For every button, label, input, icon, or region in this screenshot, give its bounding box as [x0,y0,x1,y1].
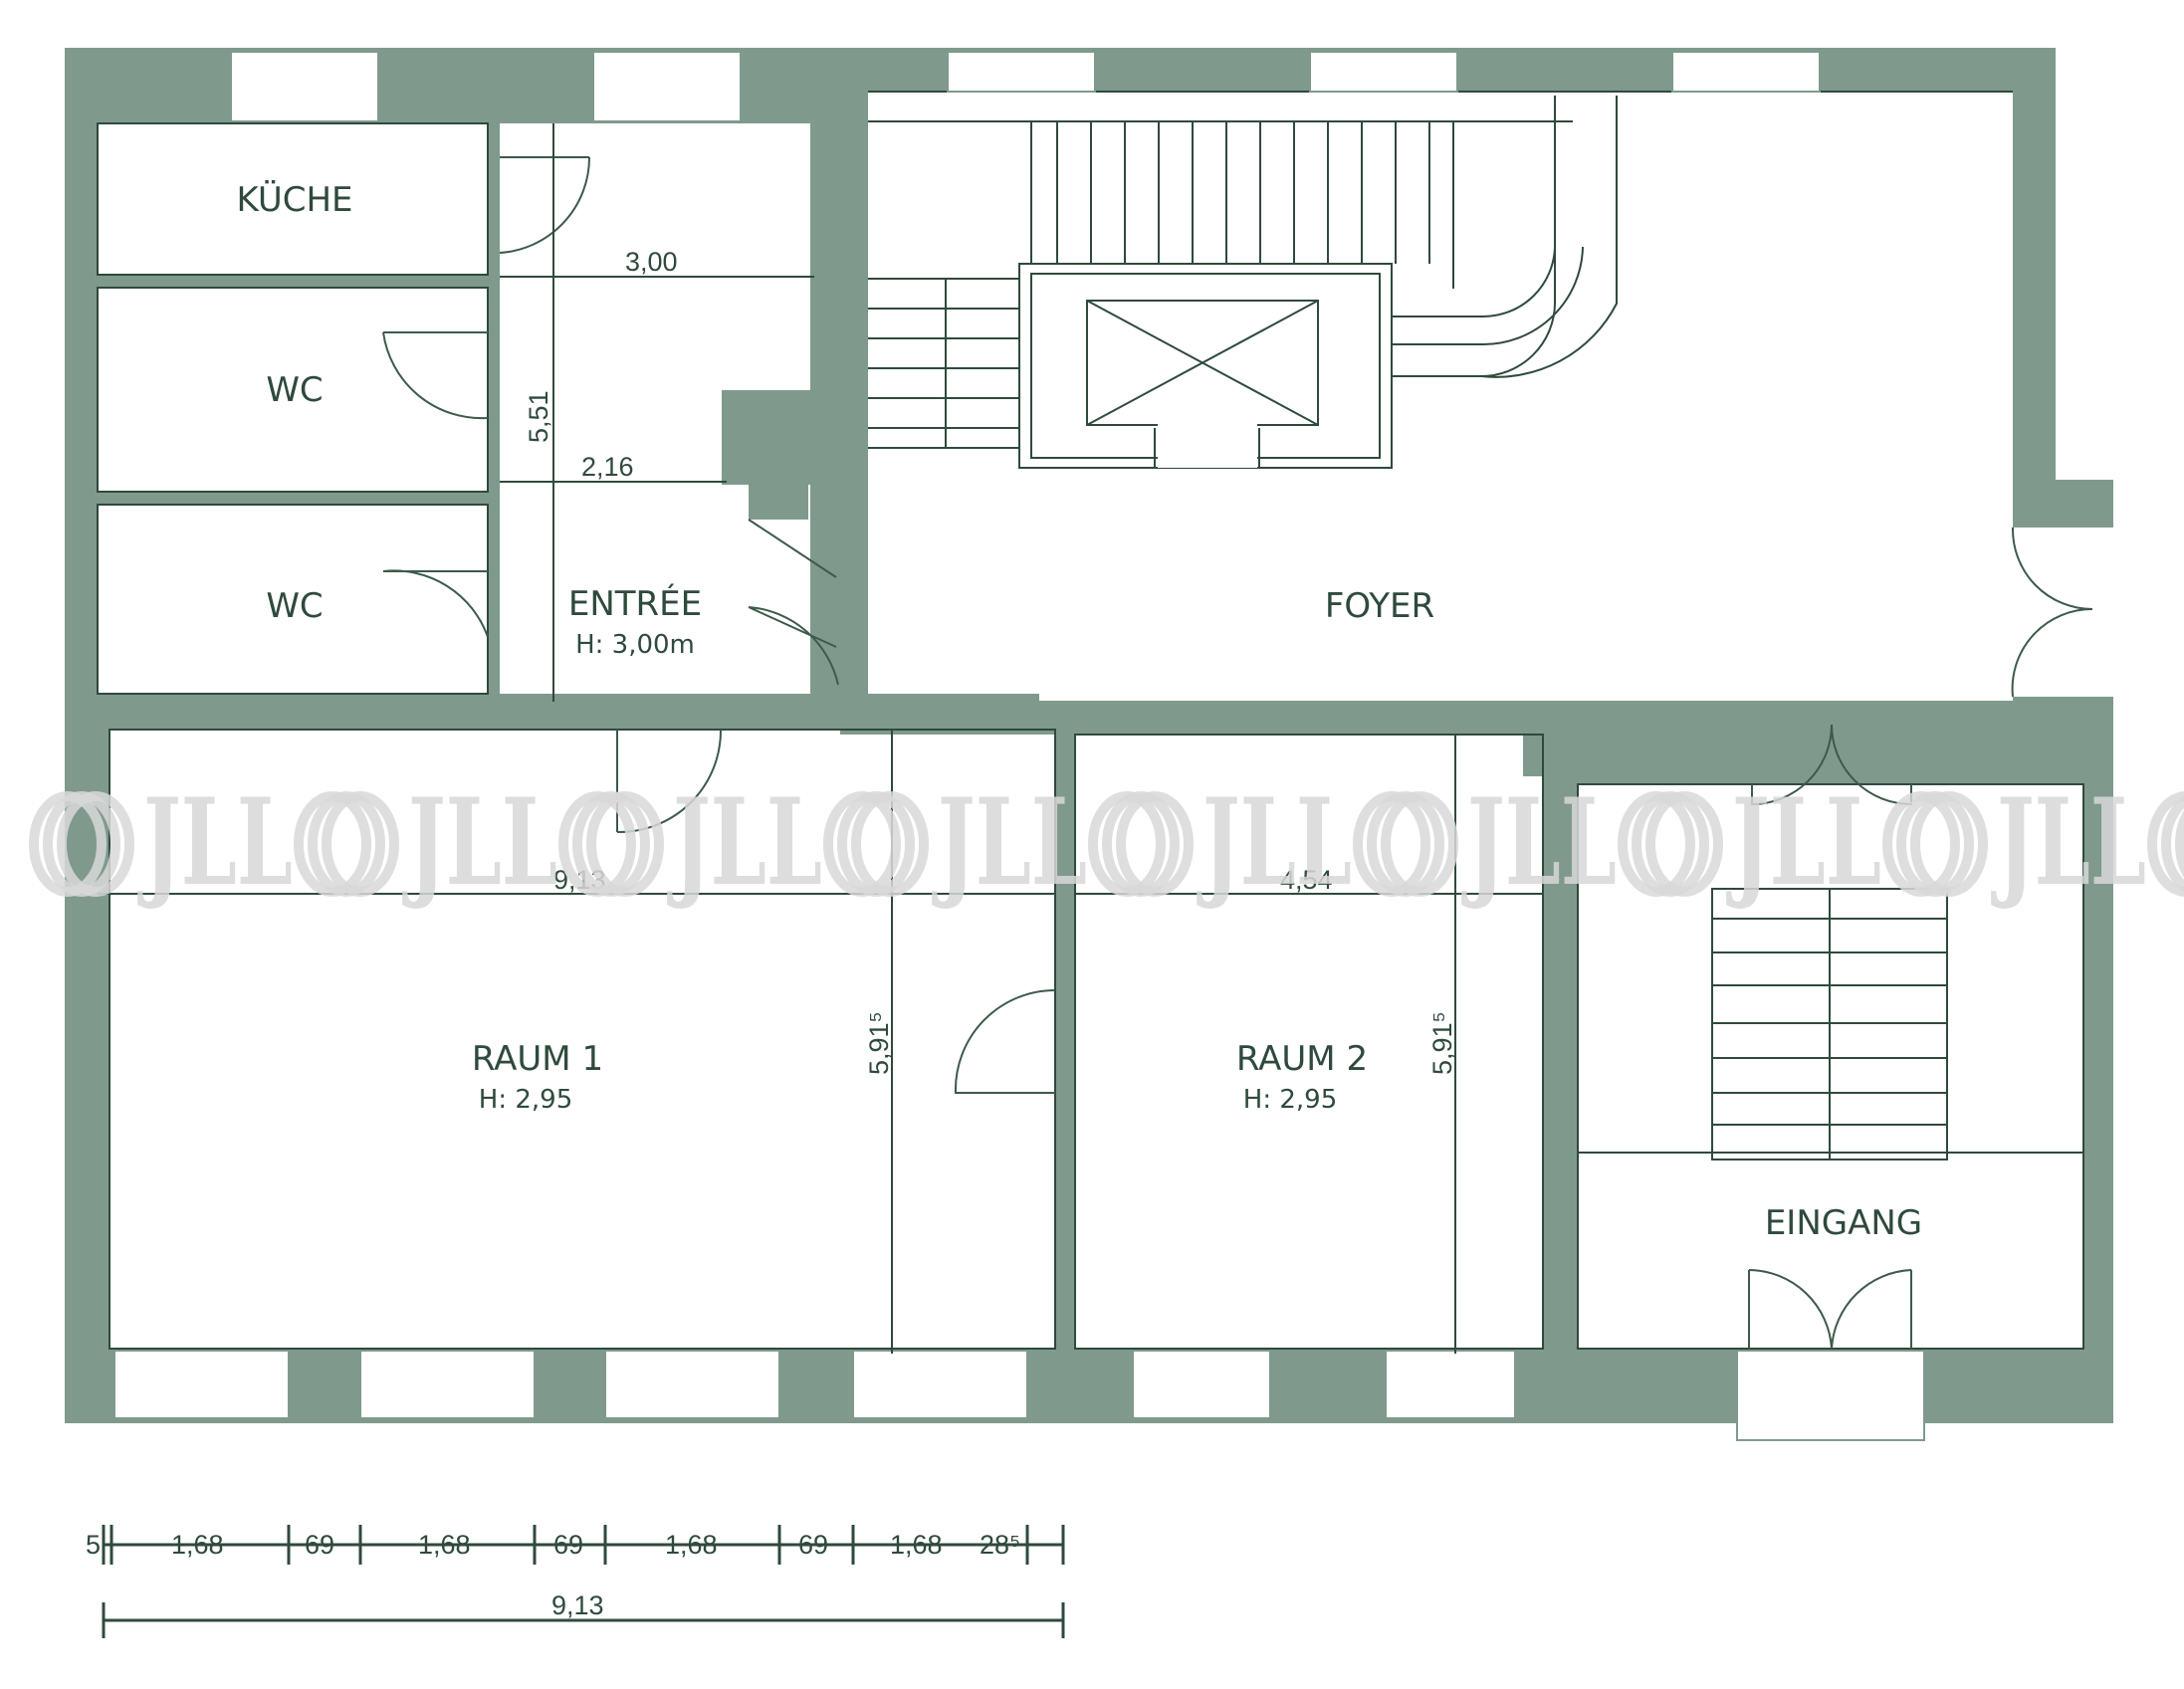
jll-watermark: JLLJLLJLLJLLJLLJLLJLLJLLJLL [29,772,2184,913]
room-label-raum-1: RAUM 1 [472,1039,603,1079]
scale-bar: 5 1,68 69 1,68 69 1,68 69 1,68 28⁵ 9,13 [86,1525,1065,1638]
room-label-raum-2: RAUM 2 [1236,1039,1368,1079]
jll-watermark-text: JLL [1461,772,1617,913]
room-height-raum-2: H: 2,95 [1243,1085,1337,1115]
jll-watermark-text: JLL [932,772,1087,913]
scale-segment-2: 1,68 [171,1530,224,1560]
scale-segment-8: 1,68 [890,1530,943,1560]
scale-segment-7: 69 [798,1530,828,1560]
jll-watermark-logo: JLL [1882,772,2146,913]
jll-watermark-text: JLL [402,772,557,913]
scale-segment-9: 28⁵ [980,1530,1020,1560]
jll-watermark-logo: JLL [1088,772,1352,913]
scale-segment-5: 69 [553,1530,583,1560]
room-label-eingang: EINGANG [1765,1203,1922,1243]
scale-segment-1: 5 [86,1530,101,1560]
scale-segment-6: 1,68 [665,1530,718,1560]
jll-watermark-text: JLL [1197,772,1352,913]
room-label-entree: ENTRÉE [568,583,702,624]
windows-bottom [113,1350,1925,1441]
windows-top [230,51,1821,122]
scale-total: 9,13 [551,1590,604,1620]
dim-raum2-depth: 5,91⁵ [1427,1011,1457,1075]
dim-entree-depth: 5,51 [524,390,553,443]
inner-walls [98,92,2083,1349]
room-height-entree: H: 3,00m [575,630,695,660]
jll-watermark-text: JLL [667,772,822,913]
scale-segment-3: 69 [305,1530,334,1560]
jll-watermark-text: JLL [1991,772,2146,913]
jll-watermark-logo: JLL [29,772,293,913]
room-floors [98,92,2083,1349]
jll-watermark-logo: JLL [558,772,822,913]
room-label-wc-2: WC [266,586,323,626]
jll-watermark-logo: JLL [1618,772,1881,913]
jll-watermark-logo: JLL [1353,772,1617,913]
dim-raum2-width: 4,54 [1280,865,1333,895]
jll-watermark-text: JLL [1726,772,1881,913]
room-label-kueche: KÜCHE [236,179,352,220]
dim-raum1-depth: 5,91⁵ [864,1011,894,1075]
stairs-eingang [1578,888,2083,1161]
room-height-raum-1: H: 2,95 [479,1085,572,1115]
scale-segment-4: 1,68 [418,1530,471,1560]
dim-kitchen-width: 3,00 [625,247,678,277]
room-label-wc-1: WC [266,370,323,410]
jll-watermark-logo: JLL [2147,791,2184,897]
room-label-foyer: FOYER [1325,586,1434,626]
stairs-main [868,96,1618,469]
room-labels: KÜCHE WC WC ENTRÉE H: 3,00m FOYER RAUM 1… [236,179,1922,1243]
jll-watermark-logo: JLL [294,772,557,913]
jll-watermark-text: JLL [137,772,293,913]
jll-watermark-logo: JLL [823,772,1087,913]
dim-entree-width: 2,16 [581,452,634,482]
